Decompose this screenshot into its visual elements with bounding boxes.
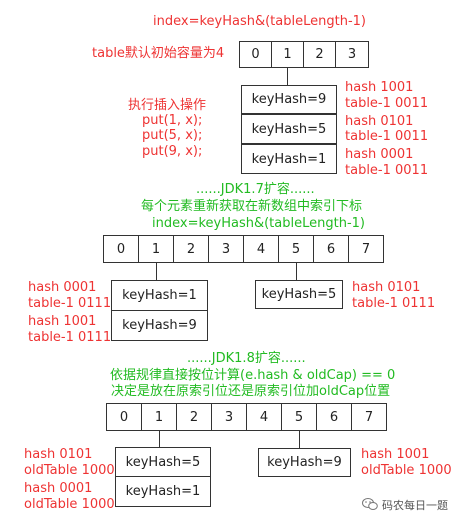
mask-calc: table-1 0011 [345,163,429,178]
table-cell: 3 [211,403,247,431]
mask-calc: table-1 0111 [28,330,112,345]
hash-calc: hash 1001 [28,314,97,329]
node-box: keyHash=5 [115,447,211,477]
table-cell: 0 [239,41,272,68]
hash-calc: hash 0101 [352,280,421,295]
put-line: put(5, x); [142,128,203,143]
mask-calc: table-1 0011 [345,129,429,144]
hash-calc: hash 0001 [24,481,93,496]
mask-calc: oldTable 1000 [361,463,452,478]
table-cell: 6 [313,235,349,263]
section2-desc: 每个元素重新获取在新数组中索引下标 [141,199,363,214]
table-cell: 5 [281,403,317,431]
link-line [156,262,157,280]
node-box: keyHash=5 [255,280,343,309]
insert-title: 执行插入操作 [128,98,207,113]
table-cell: 7 [348,235,384,263]
hash-calc: hash 0001 [28,280,97,295]
mask-calc: table-1 0011 [345,96,429,111]
capacity-label: table默认初始容量为4 [92,46,225,61]
table-cell: 2 [173,235,209,263]
mask-calc: oldTable 1000 [24,463,115,478]
table-cell: 7 [351,403,387,431]
hash-calc: hash 0101 [345,114,414,129]
node-box: keyHash=9 [258,448,351,477]
section2-title: ......JDK1.7扩容...... [196,182,315,197]
hash-calc: hash 1001 [345,80,414,95]
table-cell: 3 [335,41,369,68]
section3-desc: 决定是放在原索引位还是原索引位加oldCap位置 [111,384,391,399]
table-cell: 2 [303,41,336,68]
table-cell: 0 [106,403,142,431]
table-cell: 2 [176,403,212,431]
section2-formula: index=keyHash&(tableLength-1) [152,216,365,231]
section1-formula: index=keyHash&(tableLength-1) [153,14,366,29]
link-line [159,430,160,448]
node-box: keyHash=9 [241,85,337,114]
section3-title: ......JDK1.8扩容...... [187,351,306,366]
table-cell: 1 [138,235,174,263]
node-box: keyHash=1 [111,280,208,311]
node-box: keyHash=1 [241,144,337,174]
node-box: keyHash=9 [111,310,208,341]
node-box: keyHash=1 [115,476,211,507]
hash-calc: hash 0101 [24,447,93,462]
watermark: 码农每日一题 [382,499,448,512]
link-line [296,262,297,280]
table-cell: 6 [316,403,352,431]
table-cell: 4 [246,403,282,431]
hash-calc: hash 0001 [345,147,414,162]
mask-calc: table-1 0111 [352,296,436,311]
link-line [299,430,300,448]
section3-desc: 依据规律直接按位计算(e.hash & oldCap) == 0 [110,368,396,383]
hash-calc: hash 1001 [361,447,430,462]
put-line: put(9, x); [142,144,203,159]
wechat-icon [362,498,378,510]
table-cell: 5 [278,235,314,263]
table-cell: 1 [141,403,177,431]
table-cell: 4 [243,235,279,263]
table-cell: 1 [271,41,304,68]
table-cell: 3 [208,235,244,263]
node-box: keyHash=5 [241,114,337,144]
mask-calc: oldTable 1000 [24,497,115,512]
put-line: put(1, x); [142,113,203,128]
table-cell: 0 [103,235,139,263]
link-line [287,67,288,87]
mask-calc: table-1 0111 [28,296,112,311]
